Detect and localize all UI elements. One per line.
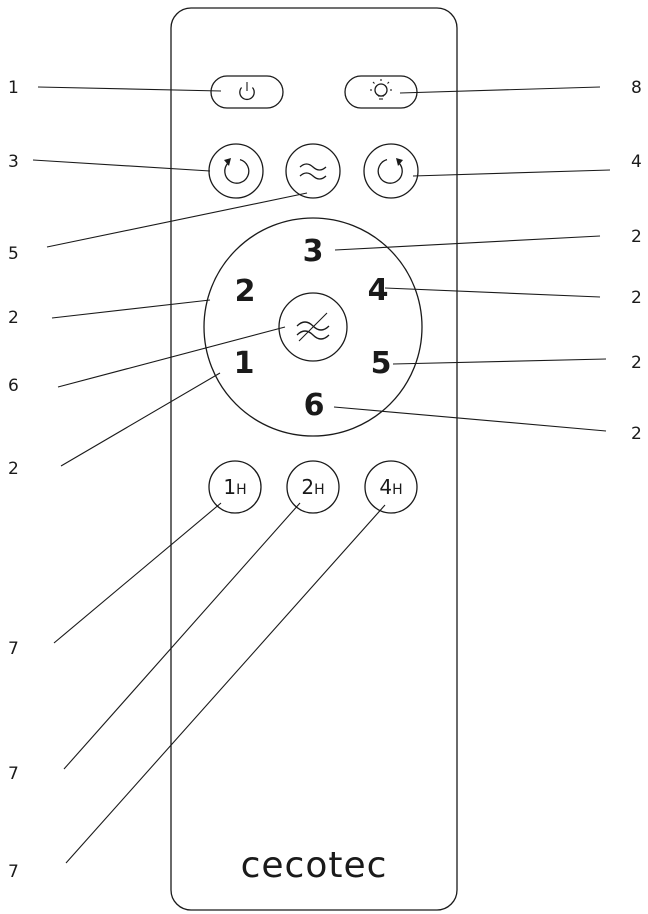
timer-4h-unit: H [392, 482, 403, 498]
leader-speed-1 [60, 372, 221, 467]
timer-4h-label: 4H [379, 475, 402, 499]
leader-power [37, 86, 222, 92]
wind-waves-icon [299, 163, 327, 180]
power-icon [239, 82, 255, 101]
fan-off-icon [296, 312, 330, 342]
leader-rotate-left [32, 159, 211, 172]
callout-speed-4: 2 [631, 288, 642, 308]
power-button[interactable] [210, 75, 284, 109]
leader-lines [32, 86, 611, 864]
callout-speed-3: 2 [631, 227, 642, 247]
callout-speed-1: 2 [8, 459, 19, 479]
light-bulb-icon [370, 79, 392, 100]
leader-timer-2h [63, 502, 301, 770]
rotate-right-button[interactable] [363, 143, 419, 199]
speed-1-button[interactable]: 1 [234, 346, 255, 381]
leader-wind-mode [46, 192, 308, 248]
timer-4h-value: 4 [379, 475, 392, 499]
speed-2-button[interactable]: 2 [235, 274, 256, 309]
callout-power: 1 [8, 78, 19, 98]
leader-speed-4 [384, 287, 601, 298]
rotate-ccw-icon [224, 158, 250, 184]
callout-fan-off: 6 [8, 376, 19, 396]
speed-ring [203, 217, 423, 437]
timer-1h-label: 1H [223, 475, 246, 499]
timer-1h-value: 1 [223, 475, 236, 499]
callout-rotate-left: 3 [8, 152, 19, 172]
timer-4h-button[interactable]: 4H [364, 460, 418, 514]
leader-rotate-right [412, 169, 611, 177]
leader-timer-4h [65, 504, 386, 864]
callout-timer-2h: 7 [8, 764, 19, 784]
leader-light [399, 86, 601, 94]
light-button[interactable] [344, 75, 418, 109]
callout-timer-1h: 7 [8, 639, 19, 659]
fan-off-button[interactable] [278, 292, 348, 362]
brand-logo: cecotec [241, 845, 388, 886]
speed-5-button[interactable]: 5 [371, 346, 392, 381]
leader-speed-2 [51, 299, 211, 319]
callout-speed-2: 2 [8, 308, 19, 328]
leader-speed-6 [333, 406, 607, 432]
callout-timer-4h: 7 [8, 862, 19, 882]
callout-labels: 1 8 3 4 5 2 2 2 6 2 2 2 7 7 7 [8, 78, 642, 882]
callout-speed-5: 2 [631, 353, 642, 373]
leader-fan-off [57, 326, 286, 388]
speed-4-button[interactable]: 4 [368, 273, 389, 308]
timer-1h-unit: H [236, 482, 247, 498]
timer-2h-button[interactable]: 2H [286, 460, 340, 514]
callout-light: 8 [631, 78, 642, 98]
leader-speed-3 [334, 235, 601, 251]
rotate-left-button[interactable] [208, 143, 264, 199]
speed-3-button[interactable]: 3 [303, 234, 324, 269]
speed-6-button[interactable]: 6 [304, 388, 325, 423]
remote-body [170, 7, 458, 911]
timer-1h-button[interactable]: 1H [208, 460, 262, 514]
timer-2h-label: 2H [301, 475, 324, 499]
callout-rotate-right: 4 [631, 152, 642, 172]
callout-wind-mode: 5 [8, 244, 19, 264]
timer-2h-value: 2 [301, 475, 314, 499]
leader-speed-5 [392, 358, 607, 365]
timer-2h-unit: H [314, 482, 325, 498]
leader-timer-1h [53, 502, 222, 644]
callout-speed-6: 2 [631, 424, 642, 444]
wind-mode-button[interactable] [285, 143, 341, 199]
rotate-cw-icon [377, 158, 403, 184]
